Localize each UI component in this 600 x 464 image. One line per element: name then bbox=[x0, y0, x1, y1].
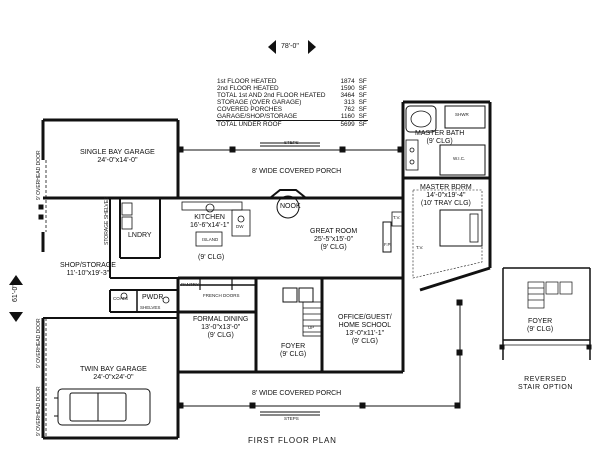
overall-depth-label: 61'-0" bbox=[12, 284, 19, 302]
room-single-bay-garage: SINGLE BAY GARAGE 24'-0"x14'-0" bbox=[80, 147, 155, 164]
steps-rear-label: STEPS bbox=[284, 140, 299, 145]
shelves-label: SHELVES bbox=[140, 305, 161, 310]
room-powder: PWDR bbox=[142, 294, 164, 301]
room-office: OFFICE/GUEST/ HOME SCHOOL 13'-0"x11'-1" … bbox=[338, 314, 392, 345]
room-nook: NOOK bbox=[280, 203, 301, 210]
kitchen-clg: (9' CLG) bbox=[198, 254, 225, 261]
dw-label: DW bbox=[236, 224, 244, 229]
fp-label: F.P. bbox=[384, 242, 392, 247]
pantry-label: PANTRY bbox=[181, 282, 199, 287]
french-doors-label: FRENCH DOORS bbox=[203, 293, 240, 298]
wic-label: W.I.C. bbox=[453, 156, 466, 161]
coats-label: COATS bbox=[113, 296, 129, 301]
dimension-arrow-down-icon bbox=[9, 312, 23, 322]
room-laundry: LNDRY bbox=[128, 232, 152, 239]
room-great-room: GREAT ROOM 25'-5"x15'-0" (9' CLG) bbox=[310, 228, 358, 251]
room-master-bath: MASTER BATH (9' CLG) bbox=[415, 130, 465, 145]
shwr-label: SHWR bbox=[455, 112, 469, 117]
up-label: UP bbox=[308, 325, 315, 330]
overhead-door-twin-1: 9' OVERHEAD DOOR bbox=[36, 318, 42, 368]
overhead-door-single: 9' OVERHEAD DOOR bbox=[36, 150, 42, 200]
island-label: ISLAND bbox=[202, 237, 219, 242]
overall-width-label: 78'-0" bbox=[281, 43, 299, 50]
dimension-arrow-left-icon bbox=[268, 40, 276, 54]
reversed-stair-caption: REVERSED STAIR OPTION bbox=[518, 376, 573, 391]
dimension-arrow-up-icon bbox=[9, 275, 23, 285]
tv-master-label: T.V. bbox=[416, 245, 424, 250]
room-shop-storage: SHOP/STORAGE 11'-10"x19'-3" bbox=[60, 262, 116, 277]
alt-foyer-label: FOYER (9' CLG) bbox=[527, 318, 554, 333]
car-icon bbox=[54, 388, 151, 426]
steps-front-label: STEPS bbox=[284, 416, 299, 421]
storage-shelves-label: STORAGE SHELVES bbox=[104, 196, 110, 245]
room-twin-bay-garage: TWIN BAY GARAGE 24'-0"x24'-0" bbox=[80, 364, 147, 381]
room-front-porch: 8' WIDE COVERED PORCH bbox=[252, 390, 342, 397]
tv-great-room-label: T.V. bbox=[393, 215, 401, 220]
room-master-bdrm: MASTER BDRM 14'-0"x19'-4" (10' TRAY CLG) bbox=[420, 184, 472, 207]
room-formal-dining: FORMAL DINING 13'-0"x13'-0" (9' CLG) bbox=[193, 316, 249, 339]
room-rear-porch: 8' WIDE COVERED PORCH bbox=[252, 168, 342, 175]
room-foyer: FOYER (9' CLG) bbox=[280, 343, 307, 358]
overhead-door-twin-2: 9' OVERHEAD DOOR bbox=[36, 386, 42, 436]
room-kitchen: KITCHEN 16'-6"x14'-1" bbox=[190, 214, 230, 229]
dimension-arrow-right-icon bbox=[308, 40, 316, 54]
plan-title: FIRST FLOOR PLAN bbox=[248, 436, 337, 445]
